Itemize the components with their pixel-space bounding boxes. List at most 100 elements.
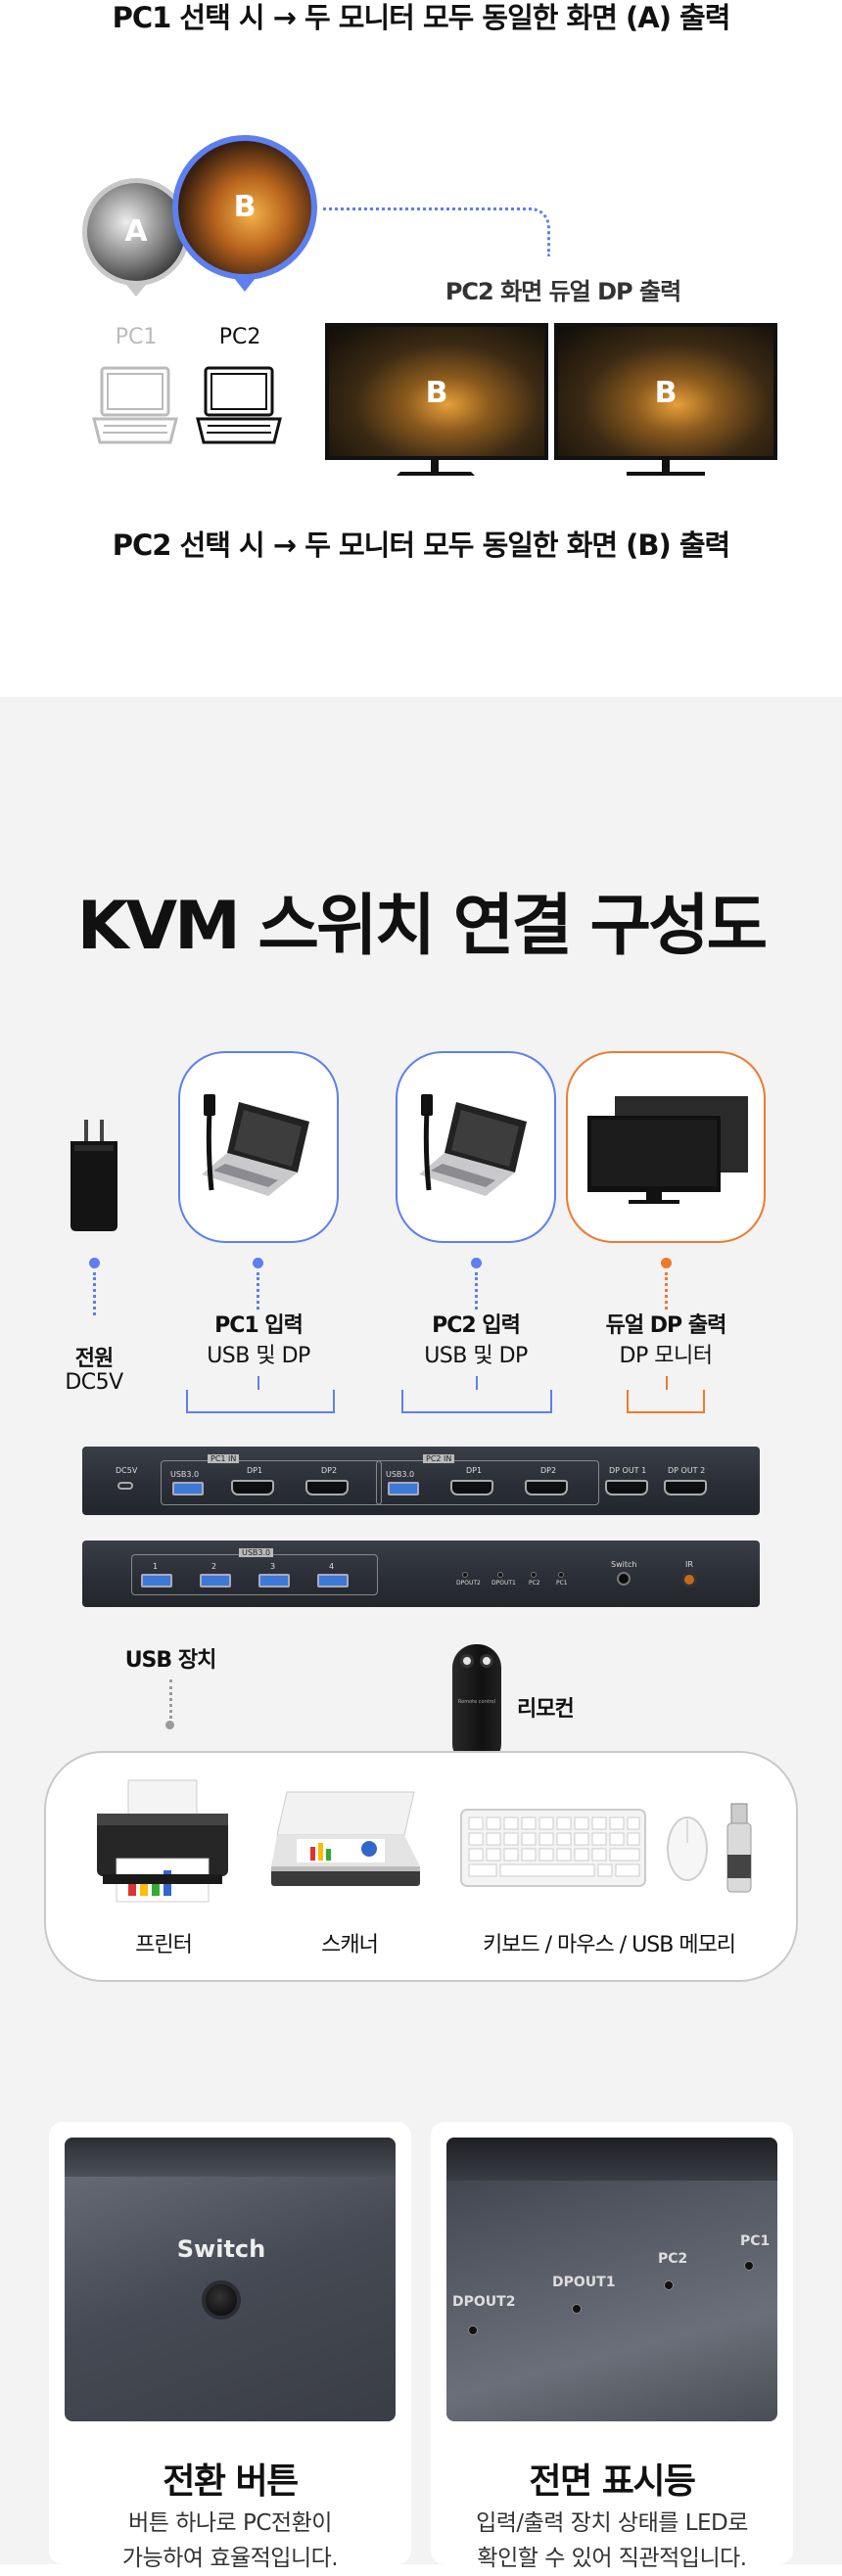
- monitor-2-stand: [627, 460, 705, 476]
- led-photo-label-pc2: PC2: [658, 2251, 688, 2267]
- pc1-title: PC1 입력: [214, 1313, 304, 1338]
- power-sub: DC5V: [65, 1370, 123, 1395]
- ir-label: IR: [685, 1560, 693, 1569]
- switch-photo-button: [202, 2280, 241, 2320]
- pc2-in-tag: PC2 IN: [423, 1454, 455, 1463]
- pc1-bracket-stem: [257, 1376, 259, 1390]
- led-pc2-label: PC2: [529, 1580, 540, 1587]
- led-photo-pc1: [744, 2261, 754, 2271]
- pc2-dp2-label: DP2: [540, 1466, 557, 1475]
- dp-bracket-stem: [666, 1376, 668, 1390]
- pc2-dp1-port: [450, 1480, 493, 1495]
- usb-port-3: [258, 1574, 290, 1587]
- remote-label: 리모컨: [517, 1697, 575, 1722]
- usb-port-2-label: 2: [211, 1562, 217, 1571]
- dual-monitor-photo-icon: [587, 1096, 748, 1204]
- pc1-dotline: [257, 1272, 259, 1310]
- dual-dp-label: PC2 화면 듀얼 DP 출력: [444, 278, 681, 305]
- led-photo-label-dpout1: DPOUT1: [552, 2275, 616, 2290]
- usb-port-1-label: 1: [153, 1562, 159, 1571]
- pc2-title: PC2 입력: [432, 1313, 521, 1338]
- mouse-icon: [667, 1817, 708, 1881]
- switch-button[interactable]: [617, 1572, 631, 1586]
- laptop-pc2-photo-icon: [419, 1094, 527, 1196]
- usb-port-2: [200, 1574, 231, 1587]
- dp-sub: DP 모니터: [619, 1344, 713, 1368]
- pc1-usb-port: [172, 1482, 204, 1495]
- monitor-2-letter: B: [654, 376, 678, 410]
- dp-out2-port: [664, 1480, 707, 1495]
- led-photo: DPOUT2 DPOUT1 PC2 PC1: [446, 2138, 777, 2421]
- dp-monitor-tile: [566, 1051, 766, 1243]
- switch-photo: Switch: [65, 2138, 396, 2421]
- keyboard-icon: [460, 1809, 646, 1887]
- usb-memory-icon: [726, 1803, 752, 1893]
- led-dpout2-label: DPOUT2: [456, 1580, 481, 1587]
- switch-card-text-1: 버튼 하나로 PC전환이: [128, 2510, 332, 2536]
- diagram-title: KVM 스위치 연결 구성도: [76, 888, 769, 965]
- pc1-dot: [253, 1258, 263, 1268]
- pc2-bracket-stem: [476, 1376, 478, 1390]
- led-pc1-label: PC1: [556, 1580, 568, 1587]
- bubble-b: B: [172, 135, 317, 280]
- switch-label: Switch: [611, 1560, 637, 1569]
- remote-button-left: [460, 1654, 474, 1668]
- pc2-sub: USB 및 DP: [424, 1344, 528, 1368]
- pc2-port-group: [376, 1460, 599, 1505]
- led-photo-top: [446, 2138, 777, 2181]
- switch-photo-top: [65, 2138, 396, 2177]
- pc2-dp2-port: [525, 1480, 568, 1495]
- power-dot: [89, 1258, 100, 1268]
- dp-title: 듀얼 DP 출력: [605, 1313, 727, 1338]
- pc2-tile: [396, 1051, 556, 1243]
- remote-button-right: [480, 1654, 493, 1668]
- kvm-front-panel: USB3.0 1 2 3 4 DPOUT2 DPOUT1 PC2 PC1 Swi…: [82, 1541, 760, 1607]
- laptop-pc1-photo-icon: [202, 1094, 309, 1196]
- pc1-dp1-port: [231, 1480, 274, 1495]
- monitor-1-neck: [431, 460, 439, 472]
- bubble-b-letter: B: [233, 190, 257, 224]
- dc-port: [117, 1482, 133, 1490]
- dp-out2-label: DP OUT 2: [668, 1466, 706, 1475]
- bubble-a-letter: A: [124, 214, 148, 249]
- dp-dotline: [665, 1272, 668, 1310]
- power-title: 전원: [74, 1347, 114, 1371]
- pc2-usb-label: USB3.0: [386, 1470, 415, 1479]
- pc2-usb-port: [388, 1482, 419, 1495]
- monitor-1-letter: B: [425, 376, 448, 410]
- pc1-dp1-label: DP1: [247, 1466, 263, 1475]
- pc1-in-tag: PC1 IN: [208, 1454, 240, 1463]
- usb-dotline: [169, 1679, 172, 1719]
- led-photo-pc2: [664, 2280, 674, 2290]
- led-card-title: 전면 표시등: [529, 2461, 696, 2502]
- kvm-back-panel: DC5V PC1 IN USB3.0 DP1 DP2 PC2 IN USB3.0…: [82, 1447, 760, 1515]
- kvm-dc-label: DC5V: [116, 1466, 138, 1475]
- led-photo-label-dpout2: DPOUT2: [452, 2294, 516, 2310]
- caption-pc2: PC2 선택 시 → 두 모니터 모두 동일한 화면 (B) 출력: [112, 529, 730, 562]
- pc1-label: PC1: [115, 325, 158, 349]
- pc2-dp1-label: DP1: [466, 1466, 483, 1475]
- switch-card-title: 전환 버튼: [163, 2461, 299, 2502]
- usb-dot: [165, 1721, 174, 1729]
- usb-port-1: [141, 1574, 172, 1587]
- pc1-port-group: [161, 1460, 382, 1505]
- pc1-sub: USB 및 DP: [207, 1344, 310, 1368]
- dp-bracket: [627, 1390, 705, 1413]
- dp-dot: [661, 1258, 672, 1268]
- laptop-pc1-icon: [92, 366, 178, 444]
- laptop-pc2-icon: [196, 366, 282, 444]
- pc1-tile: [178, 1051, 339, 1243]
- usb-port-4-label: 4: [329, 1562, 335, 1571]
- pc2-label: PC2: [218, 325, 261, 349]
- top-section: PC1 선택 시 → 두 모니터 모두 동일한 화면 (A) 출력 A B PC…: [0, 0, 842, 697]
- monitor-1-stand: [397, 460, 475, 476]
- pc2-bracket: [401, 1390, 552, 1413]
- led-card-text-1: 입력/출력 장치 상태를 LED로: [476, 2510, 748, 2536]
- usb-port-4: [317, 1574, 349, 1587]
- pc2-dotline: [475, 1272, 478, 1310]
- printer-label: 프린터: [135, 1933, 193, 1957]
- bubble-b-pointer: [234, 278, 256, 292]
- power-adapter-icon: [70, 1120, 117, 1231]
- pc2-dot: [471, 1258, 482, 1268]
- input-devices-label: 키보드 / 마우스 / USB 메모리: [482, 1933, 736, 1957]
